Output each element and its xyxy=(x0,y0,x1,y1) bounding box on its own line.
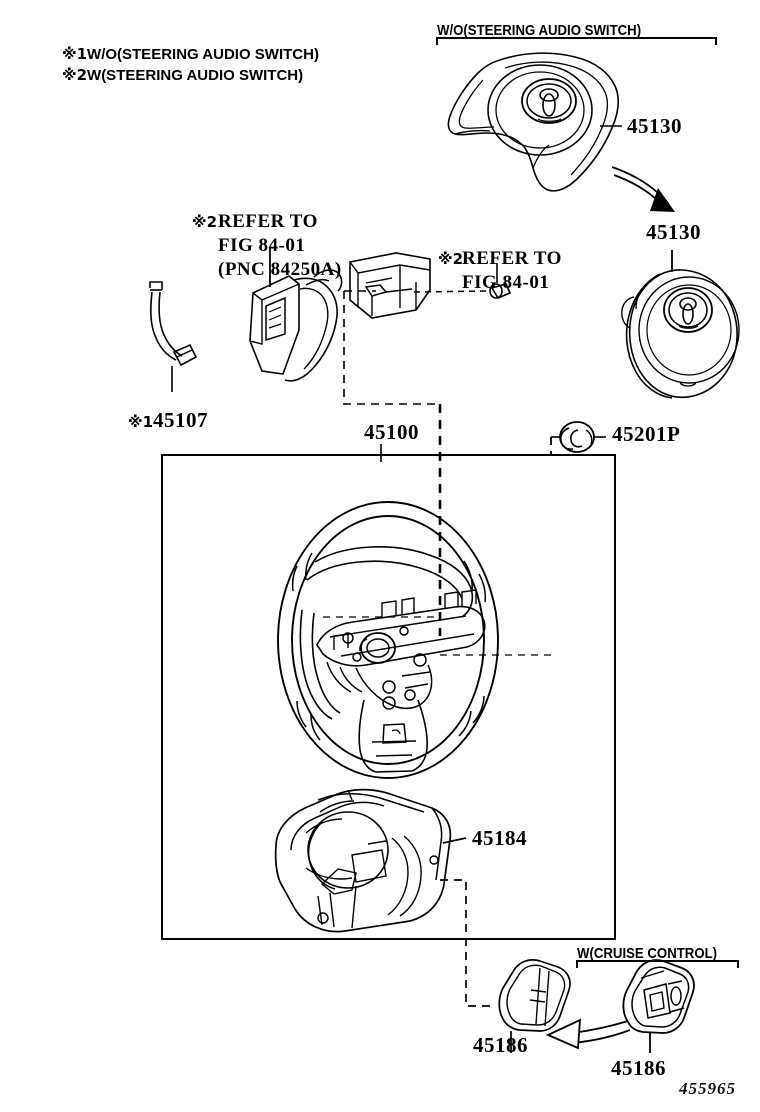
spiral-cable-illustration xyxy=(149,281,198,392)
leader-lower-cover xyxy=(442,837,467,844)
switch-assembly-reference-line3: (PNC 84250A) xyxy=(218,259,342,280)
steering-wheel-illustration xyxy=(277,501,551,779)
switch-assembly-reference: ※2 REFER TO FIG 84-01 (PNC 84250A) xyxy=(192,180,341,340)
part-label-steering-wheel-assy: 45100 xyxy=(364,420,419,444)
part-label-spiral-cable: ※145107 xyxy=(112,394,208,447)
part-label-spiral-cable-number: 45107 xyxy=(153,408,209,432)
airbag-pad-top-illustration xyxy=(447,52,622,192)
steering-nut-illustration xyxy=(550,421,606,455)
bracket-cruise-variant xyxy=(576,960,739,968)
part-label-lower-cover: 45184 xyxy=(472,826,527,850)
part-label-steering-nut: 45201P xyxy=(612,422,681,446)
main-assembly-frame xyxy=(161,454,616,940)
note-1: ※1W/O(STEERING AUDIO SWITCH) xyxy=(46,31,319,79)
screw-reference: ※2 REFER TO FIG 84-01 xyxy=(438,217,561,361)
note-2: ※2W(STEERING AUDIO SWITCH) xyxy=(46,52,303,100)
diagram-id-code: 455965 xyxy=(679,1079,736,1098)
bracket-top-variant xyxy=(436,37,717,45)
cruise-switch-cover-illustration xyxy=(622,959,695,1053)
airbag-pad-right-illustration xyxy=(621,250,740,399)
steering-switch-assembly-illustration xyxy=(249,248,512,405)
note-1-text: W/O(STEERING AUDIO SWITCH) xyxy=(87,46,319,63)
part-label-switch-hole-cover: 45186 xyxy=(473,1033,528,1057)
part-label-spiral-cable-mark: ※1 xyxy=(128,413,154,431)
switch-assembly-reference-mark: ※2 xyxy=(192,213,218,231)
lower-cover-illustration xyxy=(274,788,467,933)
screw-reference-line2: FIG 84-01 xyxy=(462,272,550,293)
dashed-assembly-guide xyxy=(343,291,440,405)
part-label-airbag-pad-right: 45130 xyxy=(646,220,701,244)
leader-switch-hole-cover xyxy=(440,879,492,1007)
note-1-mark: ※1 xyxy=(62,45,88,63)
note-2-text: W(STEERING AUDIO SWITCH) xyxy=(87,67,304,84)
part-label-airbag-pad-top: 45130 xyxy=(627,114,682,138)
part-label-cruise-switch-cover: 45186 xyxy=(611,1056,666,1080)
note-2-mark: ※2 xyxy=(62,66,88,84)
switch-assembly-reference-line1: REFER TO xyxy=(218,211,318,232)
screw-reference-line1: REFER TO xyxy=(462,248,562,269)
bracket-label-top-variant: W/O(STEERING AUDIO SWITCH) xyxy=(437,22,642,39)
screw-reference-mark: ※2 xyxy=(438,250,464,268)
switch-hole-cover-illustration xyxy=(498,959,571,1053)
bracket-label-cruise-variant: W(CRUISE CONTROL) xyxy=(577,945,718,962)
assembly-arrow-cruise xyxy=(545,1018,631,1050)
assembly-arrow-top xyxy=(611,166,675,212)
